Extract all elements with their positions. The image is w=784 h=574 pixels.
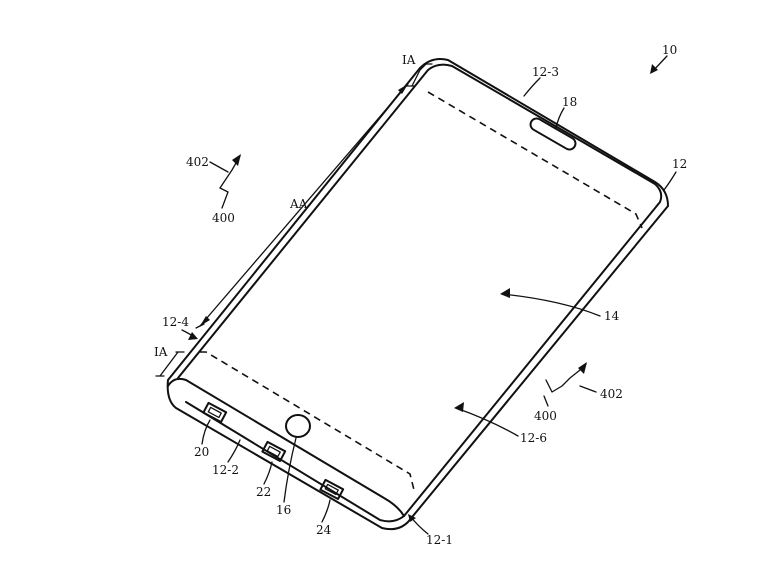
port-22: [261, 440, 287, 462]
label-inactive-area-bottom: IA: [154, 345, 168, 359]
label-active-area: AA: [289, 197, 308, 211]
inactive-area-top-ticks: [405, 63, 433, 87]
leader-lines: [181, 55, 677, 535]
label-housing-bottom: 12-1: [426, 533, 453, 547]
label-port-22: 22: [256, 485, 271, 499]
label-display: 14: [604, 309, 620, 323]
inactive-area-bottom-bracket: [159, 351, 179, 377]
display-face-outline: [177, 63, 663, 523]
label-housing: 12: [672, 157, 687, 171]
label-speaker: 18: [562, 95, 577, 109]
direction-indicator-left: [209, 154, 241, 209]
inactive-area-bottom-ticks: [155, 351, 185, 377]
port-20: [202, 401, 228, 423]
label-direction-left: 402: [186, 155, 209, 169]
reference-labels: 10 12-3 18 12 IA AA 402 400 12-4 IA 14 4…: [154, 43, 687, 547]
label-device: 10: [662, 43, 677, 57]
active-area-bottom-border: [200, 351, 415, 491]
active-area-top-border: [427, 91, 643, 229]
port-24: [319, 478, 345, 500]
inactive-area-top-bracket: [411, 63, 427, 87]
label-housing-top: 12-3: [532, 65, 559, 79]
label-port-20: 20: [194, 445, 209, 459]
housing-outline: [166, 58, 669, 531]
home-button: [285, 414, 311, 438]
direction-indicator-right: [543, 362, 597, 407]
label-housing-bottom-face: 12-2: [212, 463, 239, 477]
label-inactive-area-top: IA: [402, 53, 416, 67]
label-home-button: 16: [276, 503, 291, 517]
device-body: [166, 58, 669, 531]
label-housing-left: 12-4: [162, 315, 189, 329]
label-axis-right: 400: [534, 409, 557, 423]
label-direction-right: 402: [600, 387, 623, 401]
bottom-face-edge: [167, 377, 405, 517]
label-housing-side: 12-6: [520, 431, 547, 445]
speaker-slot: [529, 117, 577, 151]
active-area-dimension: [195, 83, 409, 329]
label-axis-left: 400: [212, 211, 235, 225]
label-port-24: 24: [316, 523, 332, 537]
